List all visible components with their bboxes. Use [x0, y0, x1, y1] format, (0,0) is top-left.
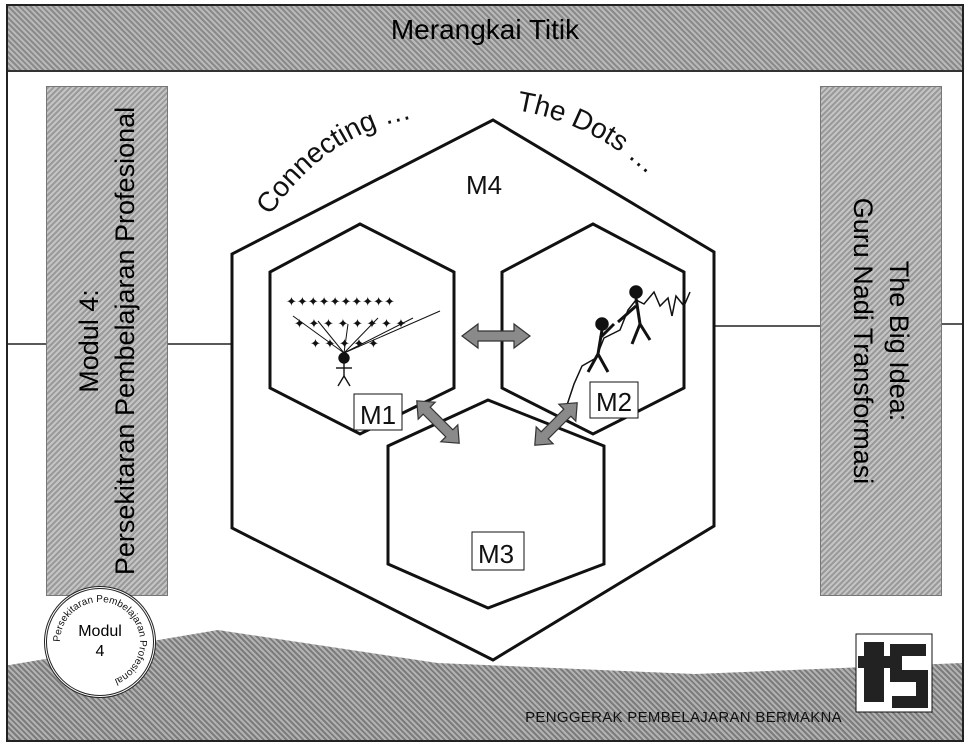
- badge-ring: Persekitaran Pembelajaran Profesional: [52, 594, 148, 687]
- double-arrow-icon: [416, 400, 460, 444]
- svg-text:25: 25: [902, 685, 916, 699]
- hexagon-m3: [386, 398, 606, 610]
- badge-line2: 4: [95, 643, 105, 660]
- module-badge: Persekitaran Pembelajaran Profesional Mo…: [44, 586, 156, 698]
- left-panel: Modul 4: Persekitaran Pembelajaran Profe…: [46, 86, 168, 596]
- hexagon-m1: [268, 222, 456, 436]
- climbers-icon: [563, 285, 691, 415]
- badge-label: Modul 4: [78, 622, 122, 662]
- right-panel: The Big Idea: Guru Nadi Transformasi: [820, 86, 942, 596]
- label-m2: M2: [596, 387, 632, 417]
- slide-title: Merangkai Titik: [390, 14, 580, 45]
- svg-text:✦ ✦ ✦ ✦ ✦: ✦ ✦ ✦ ✦ ✦: [310, 336, 379, 351]
- label-m3: M3: [478, 539, 514, 569]
- outer-label: M4: [466, 170, 502, 200]
- hexagon-diagram: Connecting … The Dots … M4 ✦✦✦✦✦✦✦✦✦✦ ✦ …: [230, 85, 716, 662]
- svg-text:✦✦✦✦✦✦✦✦✦✦: ✦✦✦✦✦✦✦✦✦✦: [286, 294, 395, 309]
- badge-line1: Modul: [78, 623, 122, 640]
- footer-text: PENGGERAK PEMBELAJARAN BERMAKNA: [525, 709, 842, 726]
- double-arrow-icon: [534, 402, 578, 446]
- label-m1: M1: [360, 400, 396, 430]
- title-bar: Merangkai Titik: [8, 6, 962, 72]
- svg-text:✦ ✦ ✦ ✦ ✦ ✦ ✦ ✦: ✦ ✦ ✦ ✦ ✦ ✦ ✦ ✦: [294, 316, 407, 331]
- slide: Merangkai Titik Modul 4: Persekitaran Pe…: [6, 4, 964, 742]
- ts25-logo: 25: [855, 633, 933, 713]
- people-network-icon: ✦✦✦✦✦✦✦✦✦✦ ✦ ✦ ✦ ✦ ✦ ✦ ✦ ✦ ✦ ✦ ✦ ✦ ✦: [286, 294, 441, 387]
- double-arrow-icon: [461, 322, 531, 350]
